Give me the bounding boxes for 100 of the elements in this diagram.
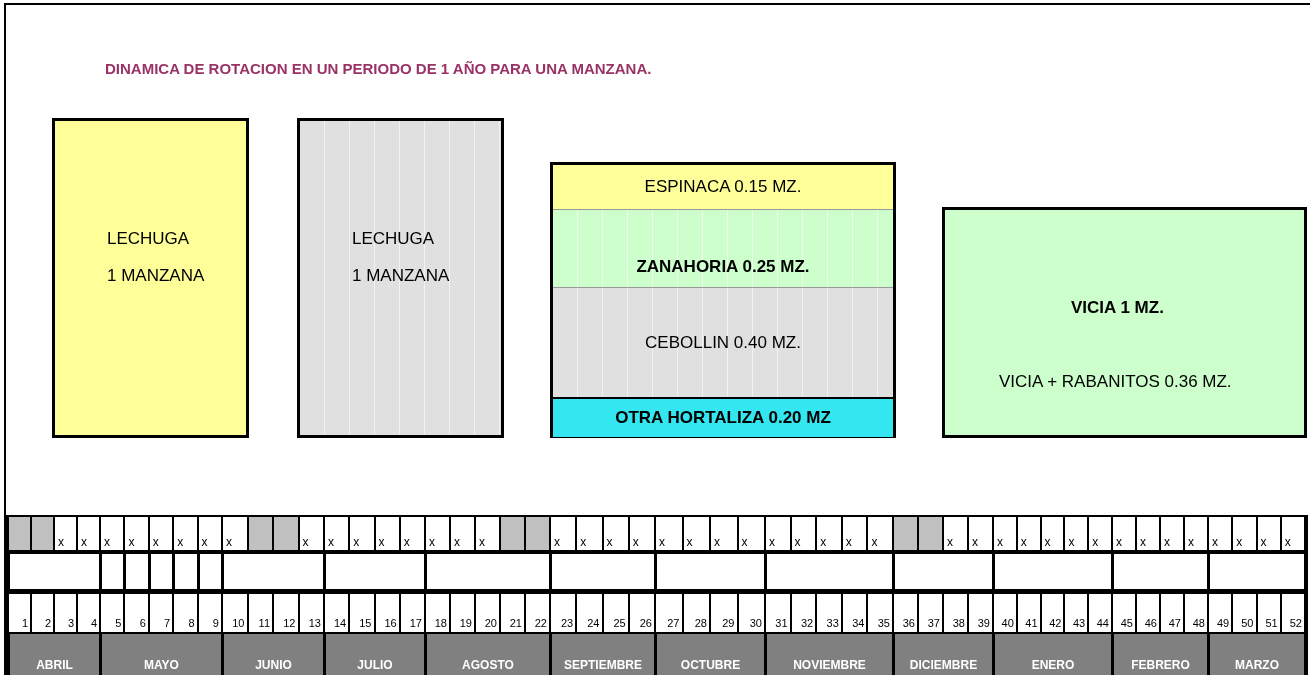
month-header: MARZO	[1210, 634, 1304, 675]
week-number: 18	[426, 594, 449, 632]
week-number: 48	[1185, 594, 1207, 632]
cell-mark: x	[451, 517, 474, 550]
crop-label: 1 MANZANA	[107, 266, 205, 286]
week-number: 7	[149, 594, 173, 632]
week-number: 33	[817, 594, 841, 632]
cell-mark: x	[101, 517, 124, 550]
week-number: 22	[526, 594, 549, 632]
week-number: 19	[451, 594, 474, 632]
week-number: 5	[101, 594, 124, 632]
cell-mark: x	[1161, 517, 1183, 550]
month-header: DICIEMBRE	[895, 634, 992, 675]
week-number: 30	[738, 594, 764, 632]
week-number: 44	[1089, 594, 1111, 632]
week-number: 28	[683, 594, 709, 632]
week-number: 12	[274, 594, 298, 632]
cell-mark: x	[350, 517, 374, 550]
cell-mark: x	[174, 517, 197, 550]
crop-band	[553, 209, 893, 288]
cell-mark: x	[1281, 517, 1304, 550]
cell-mark: x	[299, 517, 323, 550]
cell-mark: x	[1257, 517, 1280, 550]
week-number: 37	[919, 594, 942, 632]
week-number: 9	[198, 594, 221, 632]
week-number: 51	[1257, 594, 1280, 632]
week-number: 46	[1137, 594, 1159, 632]
cell-mark: x	[149, 517, 173, 550]
stacked-crop-box	[550, 162, 896, 438]
cell-mark: x	[738, 517, 764, 550]
week-number: 40	[994, 594, 1016, 632]
week-number: 24	[577, 594, 602, 632]
month-header: OCTUBRE	[657, 634, 764, 675]
cell-mark: x	[551, 517, 576, 550]
month-header: JULIO	[326, 634, 424, 675]
month-header: SEPTIEMBRE	[552, 634, 654, 675]
cell-mark: x	[766, 517, 790, 550]
week-number: 38	[944, 594, 967, 632]
week-number: 43	[1065, 594, 1088, 632]
cell-mark: x	[577, 517, 602, 550]
crop-label: ZANAHORIA 0.25 MZ.	[636, 256, 810, 277]
cell-mark: x	[944, 517, 967, 550]
week-number: 1	[9, 594, 30, 632]
cell-mark: x	[1233, 517, 1256, 550]
cell-mark: x	[1041, 517, 1064, 550]
crop-label: OTRA HORTALIZA 0.20 MZ	[615, 408, 831, 428]
cell-mark: x	[426, 517, 449, 550]
week-number: 2	[32, 594, 53, 632]
crop-label: LECHUGA	[107, 229, 190, 249]
cell-mark: x	[711, 517, 737, 550]
week-number: 23	[551, 594, 576, 632]
week-number: 16	[375, 594, 399, 632]
crop-label: 1 MANZANA	[352, 266, 450, 286]
cell-mark: x	[842, 517, 867, 550]
month-header: MAYO	[102, 634, 221, 675]
cell-mark: x	[683, 517, 709, 550]
cell-mark: x	[969, 517, 992, 550]
cell-mark: x	[1065, 517, 1088, 550]
crop-box	[297, 118, 504, 438]
month-header: AGOSTO	[427, 634, 549, 675]
cell-mark: x	[325, 517, 349, 550]
cell-mark: x	[817, 517, 841, 550]
week-number: 39	[969, 594, 992, 632]
week-number: 26	[629, 594, 654, 632]
crop-box	[942, 207, 1307, 438]
cell-mark: x	[1113, 517, 1135, 550]
week-number: 14	[325, 594, 349, 632]
crop-band	[553, 165, 893, 209]
month-header: ENERO	[995, 634, 1111, 675]
week-number: 36	[894, 594, 917, 632]
month-header: NOVIEMBRE	[767, 634, 892, 675]
week-number: 25	[603, 594, 628, 632]
crop-band	[553, 287, 893, 398]
month-header: JUNIO	[224, 634, 323, 675]
crop-label: ESPINACA 0.15 MZ.	[644, 177, 802, 197]
cell-mark: x	[400, 517, 424, 550]
week-number: 34	[842, 594, 867, 632]
month-header: FEBRERO	[1114, 634, 1207, 675]
crop-label: VICIA + RABANITOS 0.36 MZ.	[999, 372, 1232, 392]
cell-mark: x	[198, 517, 221, 550]
cell-mark: x	[1089, 517, 1111, 550]
week-number: 4	[78, 594, 99, 632]
crop-label: LECHUGA	[352, 229, 435, 249]
crop-label: VICIA 1 MZ.	[1071, 298, 1164, 318]
crop-band	[553, 397, 893, 437]
cell-mark: x	[868, 517, 892, 550]
crop-label: CEBOLLIN 0.40 MZ.	[645, 333, 801, 353]
crop-box	[52, 118, 249, 438]
week-number: 32	[791, 594, 816, 632]
week-number: 20	[476, 594, 499, 632]
cell-mark: x	[476, 517, 499, 550]
week-number: 21	[501, 594, 524, 632]
cell-mark: x	[1017, 517, 1040, 550]
week-number: 31	[766, 594, 790, 632]
cell-mark: x	[1209, 517, 1232, 550]
week-number: 8	[174, 594, 197, 632]
cell-mark: x	[78, 517, 99, 550]
cell-mark: x	[791, 517, 816, 550]
week-number: 6	[125, 594, 148, 632]
week-number: 45	[1113, 594, 1135, 632]
